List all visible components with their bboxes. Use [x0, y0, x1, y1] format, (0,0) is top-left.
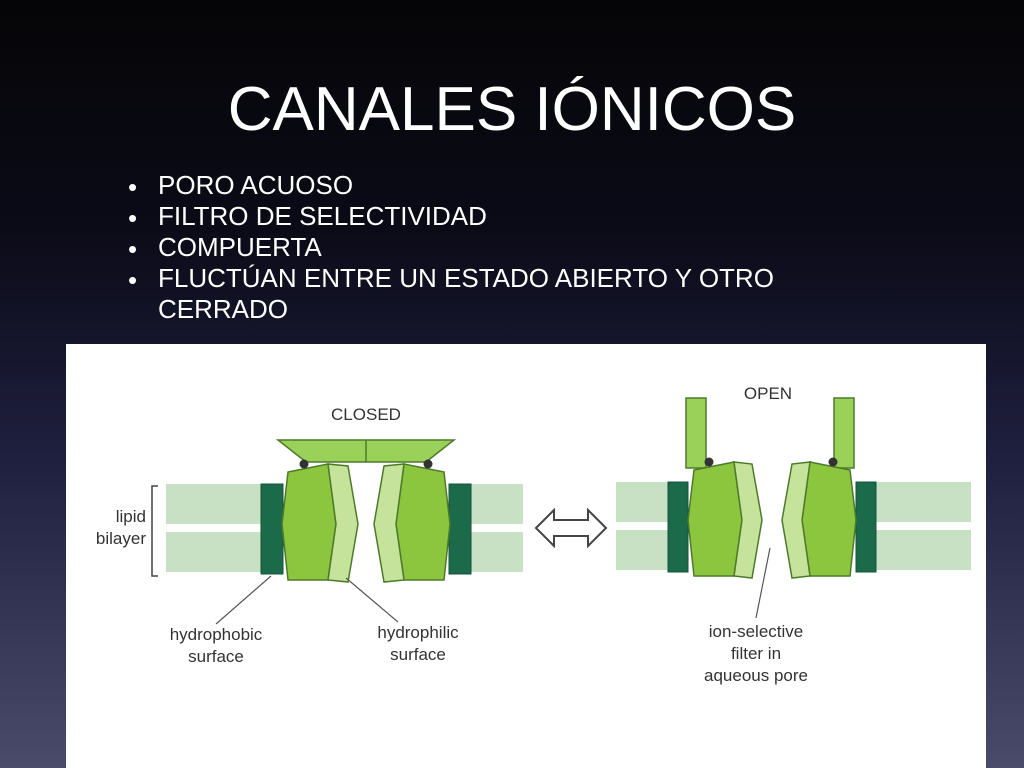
- double-arrow-icon: [534, 507, 608, 549]
- bullet-list: • PORO ACUOSO • FILTRO DE SELECTIVIDAD • CO…: [122, 170, 882, 325]
- bilayer-upper-left-open: [616, 482, 668, 522]
- open-channel: OPEN ion-selective filter in aqueous por…: [616, 384, 971, 685]
- open-label: OPEN: [744, 384, 792, 403]
- bullet-item: • COMPUERTA: [122, 232, 882, 263]
- bullet-text: FLUCTÚAN ENTRE UN ESTADO ABIERTO Y OTRO …: [158, 263, 774, 324]
- bilayer-lower-left: [166, 532, 261, 572]
- anchor-right: [448, 483, 472, 575]
- bilayer-upper-right-open: [876, 482, 971, 522]
- bullet-item: • PORO ACUOSO: [122, 170, 882, 201]
- bilayer-upper-right: [471, 484, 523, 524]
- bullet-item: • FILTRO DE SELECTIVIDAD: [122, 201, 882, 232]
- gate-arm-right: [833, 397, 855, 469]
- hinge-dot-right: [423, 459, 433, 469]
- hydrophobic-pointer: [215, 575, 272, 625]
- bullet-text: FILTRO DE SELECTIVIDAD: [158, 201, 487, 231]
- lipid-label: lipid: [116, 507, 146, 526]
- hydrophilic-lining-right: [373, 463, 405, 583]
- lining-right-open: [781, 461, 811, 579]
- subunit-right: [395, 463, 451, 581]
- bullet-text: COMPUERTA: [158, 232, 322, 262]
- hydrophilic-label-line2: surface: [390, 645, 446, 664]
- bullet-dot-icon: •: [128, 172, 138, 202]
- subunit-right-open: [801, 461, 857, 577]
- hinge-dot-left: [299, 459, 309, 469]
- anchor-right-open: [855, 481, 877, 573]
- bilayer-upper-left: [166, 484, 261, 524]
- closed-channel: CLOSED lipid bilayer hydrophobic surface…: [96, 405, 523, 666]
- bilayer-lower-right: [471, 532, 523, 572]
- ion-channel-diagram: CLOSED lipid bilayer hydrophobic surface…: [96, 384, 971, 685]
- filter-label-line1: ion-selective: [709, 622, 804, 641]
- bullet-dot-icon: •: [128, 203, 138, 233]
- bilayer-lower-left-open: [616, 530, 668, 570]
- filter-label-line3: aqueous pore: [704, 666, 808, 685]
- hydrophobic-label-line1: hydrophobic: [170, 625, 263, 644]
- subunit-left-open: [687, 461, 743, 577]
- hinge-dot-right-open: [828, 457, 838, 467]
- hydrophilic-pointer: [345, 577, 399, 623]
- bullet-item: • FLUCTÚAN ENTRE UN ESTADO ABIERTO Y OTRO…: [122, 263, 882, 325]
- bullet-dot-icon: •: [128, 234, 138, 264]
- hydrophilic-lining-left: [327, 463, 359, 583]
- hydrophilic-label-line1: hydrophilic: [377, 623, 459, 642]
- closed-label: CLOSED: [331, 405, 401, 424]
- bilayer-lower-right-open: [876, 530, 971, 570]
- bullet-dot-icon: •: [128, 265, 138, 295]
- slide-title: CANALES IÓNICOS: [227, 75, 797, 144]
- bilayer-label: bilayer: [96, 529, 146, 548]
- lining-left-open: [733, 461, 763, 579]
- filter-label-line2: filter in: [731, 644, 781, 663]
- bullet-text: PORO ACUOSO: [158, 170, 354, 200]
- hydrophobic-label-line2: surface: [188, 647, 244, 666]
- ion-channel-figure: CLOSED lipid bilayer hydrophobic surface…: [66, 344, 986, 768]
- anchor-left-open: [667, 481, 689, 573]
- bilayer-bracket: [151, 485, 158, 577]
- gate-arm-left: [685, 397, 707, 469]
- hinge-dot-left-open: [704, 457, 714, 467]
- subunit-left: [281, 463, 337, 581]
- filter-pointer: [755, 547, 771, 619]
- anchor-left: [260, 483, 284, 575]
